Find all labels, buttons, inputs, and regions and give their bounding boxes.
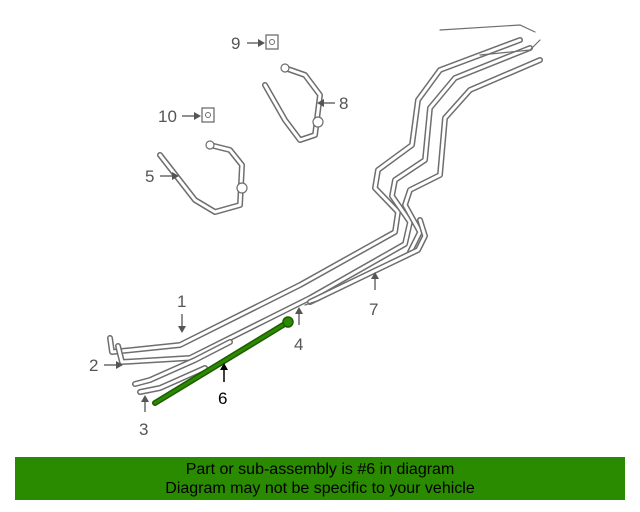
tube-bundle	[107, 24, 543, 395]
clip-part-10	[201, 107, 215, 123]
callout-1: 1	[177, 292, 186, 311]
callout-5: 5	[145, 167, 154, 186]
highlighted-part-6	[152, 316, 294, 406]
callout-6: 6	[218, 389, 227, 408]
callout-8: 8	[339, 94, 348, 113]
clip-part-9	[265, 34, 279, 50]
parts-diagram: 1 2 3 4 5 6 7 8 9 10	[89, 24, 543, 439]
callout-2: 2	[89, 356, 98, 375]
callout-3: 3	[139, 420, 148, 439]
callout-4: 4	[294, 335, 303, 354]
part-info-banner: Part or sub-assembly is #6 in diagram Di…	[15, 457, 625, 500]
callout-7: 7	[369, 300, 378, 319]
callout-9: 9	[231, 34, 240, 53]
banner-line-2: Diagram may not be specific to your vehi…	[165, 479, 475, 497]
banner-line-1: Part or sub-assembly is #6 in diagram	[185, 460, 455, 478]
callout-arrows	[104, 39, 379, 412]
hose-part-5	[157, 140, 248, 215]
callout-10: 10	[158, 107, 177, 126]
hose-part-8	[262, 63, 324, 143]
